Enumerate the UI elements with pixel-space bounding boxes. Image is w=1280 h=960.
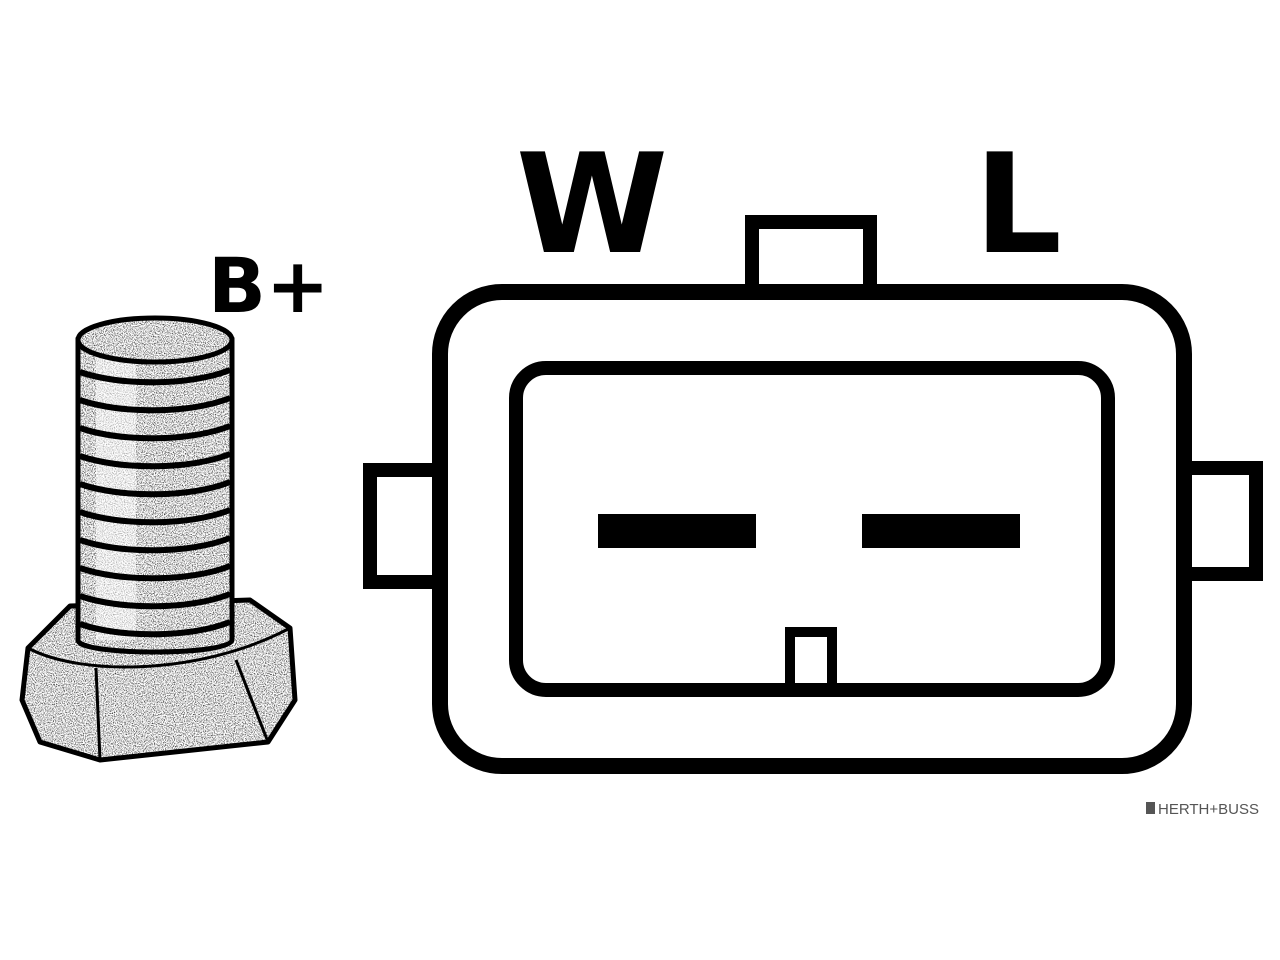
stud-threads [79,367,232,638]
pin-l-contact-blade [862,514,1020,548]
b-plus-label: B+ [208,241,330,330]
threaded-stud [75,315,235,655]
hex-nut-facet-left [94,667,102,761]
b-plus-terminal-stud: B+ [19,241,330,763]
bottom-key-slot [785,627,837,690]
pin-l-label: L [974,124,1062,285]
hex-nut-facet-right [234,659,270,743]
watermark-logo-mark [1146,802,1155,814]
stud-top-shading [78,318,232,362]
pin-w-label: W [516,124,668,285]
left-latch-tab [363,463,438,589]
top-key-tab [745,215,877,292]
inner-socket [509,361,1115,697]
pin-w-contact-blade [598,514,756,548]
hex-nut-top-edge [27,626,291,669]
connector-housing [363,215,1263,774]
outer-housing-shell [432,284,1192,774]
herth-buss-watermark: HERTH+BUSS [1146,801,1259,818]
watermark-text: HERTH+BUSS [1158,801,1259,818]
right-latch-tab [1182,461,1263,581]
